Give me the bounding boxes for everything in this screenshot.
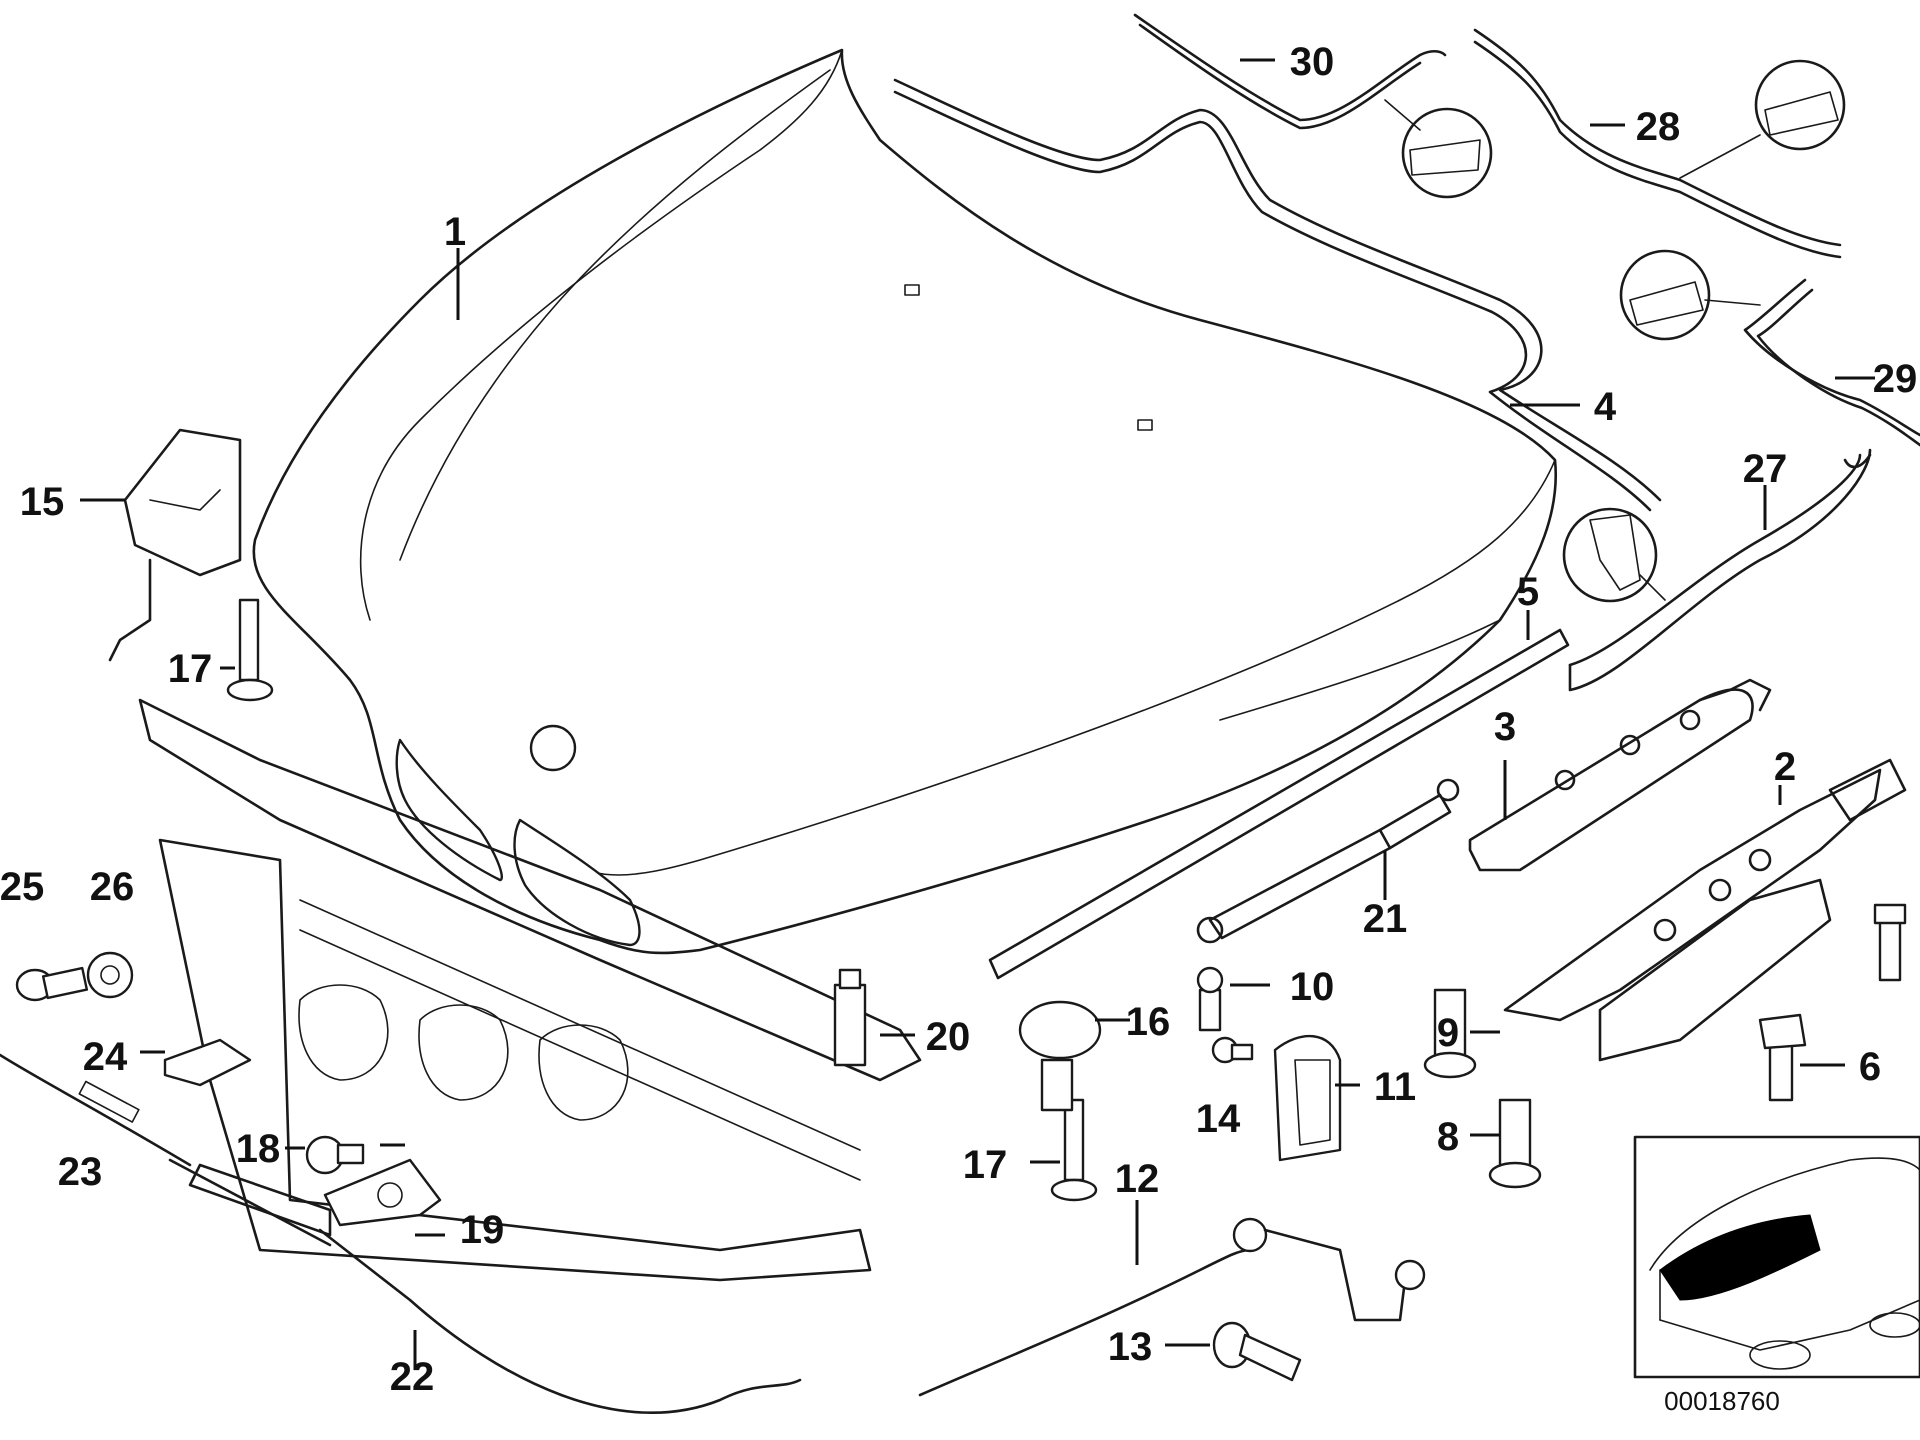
label-4: 4 — [1594, 385, 1617, 429]
seal-strip-28 — [1473, 28, 1846, 259]
label-8: 8 — [1437, 1115, 1459, 1159]
label-27: 27 — [1743, 447, 1788, 491]
label-26: 26 — [90, 865, 135, 909]
bolt-right-edge — [1873, 903, 1907, 982]
label-19: 19 — [460, 1208, 505, 1252]
hood-lock — [108, 428, 242, 662]
bracket-11 — [1273, 1035, 1342, 1162]
nut-14 — [1211, 1036, 1254, 1064]
label-29: 29 — [1873, 357, 1918, 401]
label-23: 23 — [58, 1150, 103, 1194]
label-17a: 17 — [168, 647, 213, 691]
label-20: 20 — [926, 1015, 971, 1059]
catalog-number: 00018760 — [1664, 1386, 1780, 1416]
nut-26 — [86, 951, 134, 999]
bolt-9 — [1423, 988, 1477, 1079]
label-15: 15 — [20, 480, 65, 524]
label-2: 2 — [1774, 745, 1796, 789]
bolt-25 — [15, 966, 89, 1002]
seal-strip-27 — [1562, 448, 1872, 692]
label-25: 25 — [0, 865, 44, 909]
buffer-20 — [833, 968, 867, 1067]
cover-24 — [163, 1038, 252, 1087]
cable-23 — [0, 1053, 192, 1167]
seal-strip-5 — [988, 628, 1570, 980]
label-13: 13 — [1108, 1325, 1153, 1369]
vehicle-inset — [1633, 1135, 1920, 1379]
leader-lines — [80, 58, 1875, 1370]
bolt-6 — [1758, 1013, 1807, 1102]
label-1: 1 — [444, 210, 466, 254]
seal-strip-29 — [1619, 249, 1920, 447]
lock-19 — [323, 1158, 442, 1227]
label-11: 11 — [1374, 1065, 1416, 1109]
cable-12 — [918, 1217, 1426, 1397]
label-12: 12 — [1115, 1157, 1160, 1201]
label-24: 24 — [83, 1035, 128, 1079]
bolt-17b — [1050, 1098, 1098, 1202]
buffer-16 — [1018, 1000, 1102, 1112]
label-30: 30 — [1290, 40, 1335, 84]
front-carrier — [138, 698, 922, 1282]
label-21: 21 — [1363, 897, 1408, 941]
label-5: 5 — [1517, 570, 1539, 614]
seal-strip-30 — [1133, 13, 1493, 199]
bolt-8 — [1488, 1098, 1542, 1189]
bolt-13 — [1212, 1321, 1302, 1382]
hinge-plate-3 — [1468, 678, 1772, 872]
label-10: 10 — [1290, 965, 1335, 1009]
label-18: 18 — [236, 1127, 281, 1171]
label-3: 3 — [1494, 705, 1516, 749]
bolt-18 — [305, 1135, 365, 1175]
label-6: 6 — [1859, 1045, 1881, 1089]
bolt-17a — [226, 598, 274, 702]
gas-strut — [1196, 778, 1460, 944]
label-17b: 17 — [963, 1143, 1008, 1187]
hood — [252, 48, 1557, 955]
seal-strip-4 — [893, 78, 1662, 512]
label-9: 9 — [1437, 1011, 1459, 1055]
label-16: 16 — [1126, 1000, 1171, 1044]
cable-22 — [168, 1158, 802, 1414]
hinge-2 — [1503, 758, 1907, 1062]
label-22: 22 — [390, 1355, 435, 1399]
label-14: 14 — [1196, 1097, 1241, 1141]
label-28: 28 — [1636, 105, 1681, 149]
pin-10 — [1196, 966, 1224, 1032]
